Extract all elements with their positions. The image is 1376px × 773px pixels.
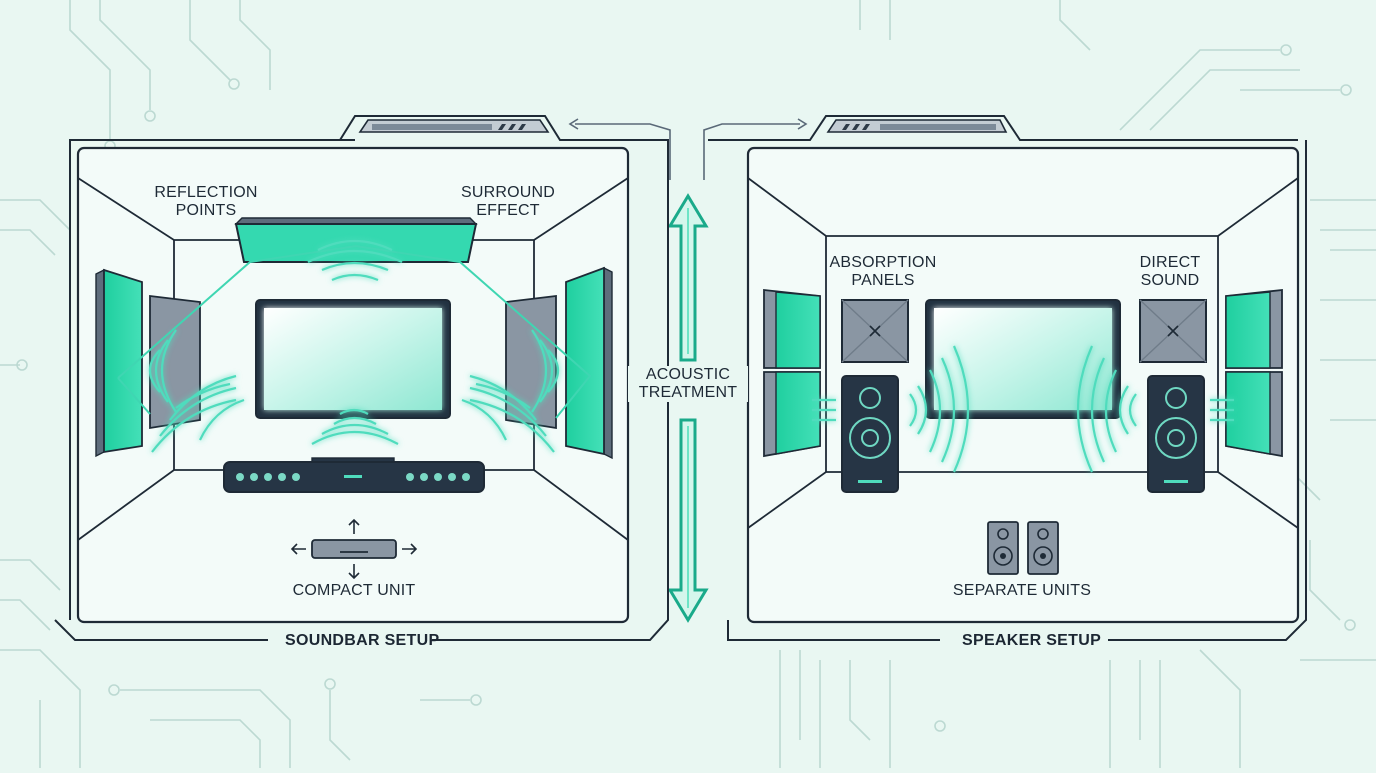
label-reflection-points-line2: POINTS (175, 202, 237, 219)
separate-units-icon (987, 521, 1059, 575)
absorption-wall-right (1225, 288, 1283, 458)
label-separate-units: SEPARATE UNITS (952, 582, 1092, 599)
label-absorption-panels-line1: ABSORPTION (829, 254, 937, 271)
label-compact-unit: COMPACT UNIT (292, 582, 416, 599)
absorption-panel-left (841, 299, 909, 363)
label-surround-effect: SURROUND EFFECT (448, 184, 568, 220)
label-reflection-points-line1: REFLECTION (154, 184, 258, 201)
label-reflection-points: REFLECTION POINTS (146, 184, 266, 220)
absorption-wall-left (763, 288, 821, 458)
sound-waves-left (148, 240, 560, 453)
ceiling-reflector-panel (234, 217, 478, 263)
label-acoustic-treatment: ACOUSTIC TREATMENT (628, 366, 748, 402)
label-surround-effect-line1: SURROUND (460, 184, 556, 201)
acoustic-treatment-arrow (667, 193, 709, 623)
label-acoustic-treatment-line1: ACOUSTIC (645, 366, 731, 383)
tv-screen-left (255, 299, 451, 419)
label-absorption-panels-line2: PANELS (851, 272, 915, 289)
label-absorption-panels: ABSORPTION PANELS (818, 254, 948, 290)
speaker-right (1147, 375, 1205, 493)
tv-screen-right (925, 299, 1121, 419)
sound-waves-right (812, 345, 1234, 473)
compact-unit-icon (290, 518, 418, 580)
label-direct-sound: DIRECT SOUND (1120, 254, 1220, 290)
absorption-panel-right (1139, 299, 1207, 363)
soundbar-device (223, 457, 485, 493)
label-direct-sound-line2: SOUND (1140, 272, 1200, 289)
top-connectors (568, 118, 808, 180)
speaker-left (841, 375, 899, 493)
label-acoustic-treatment-line2: TREATMENT (638, 384, 738, 401)
label-surround-effect-line2: EFFECT (476, 202, 540, 219)
reflection-paths (117, 244, 592, 419)
label-direct-sound-line1: DIRECT (1139, 254, 1201, 271)
soundbar-setup-title: SOUNDBAR SETUP (285, 632, 440, 649)
speaker-setup-title: SPEAKER SETUP (962, 632, 1102, 649)
